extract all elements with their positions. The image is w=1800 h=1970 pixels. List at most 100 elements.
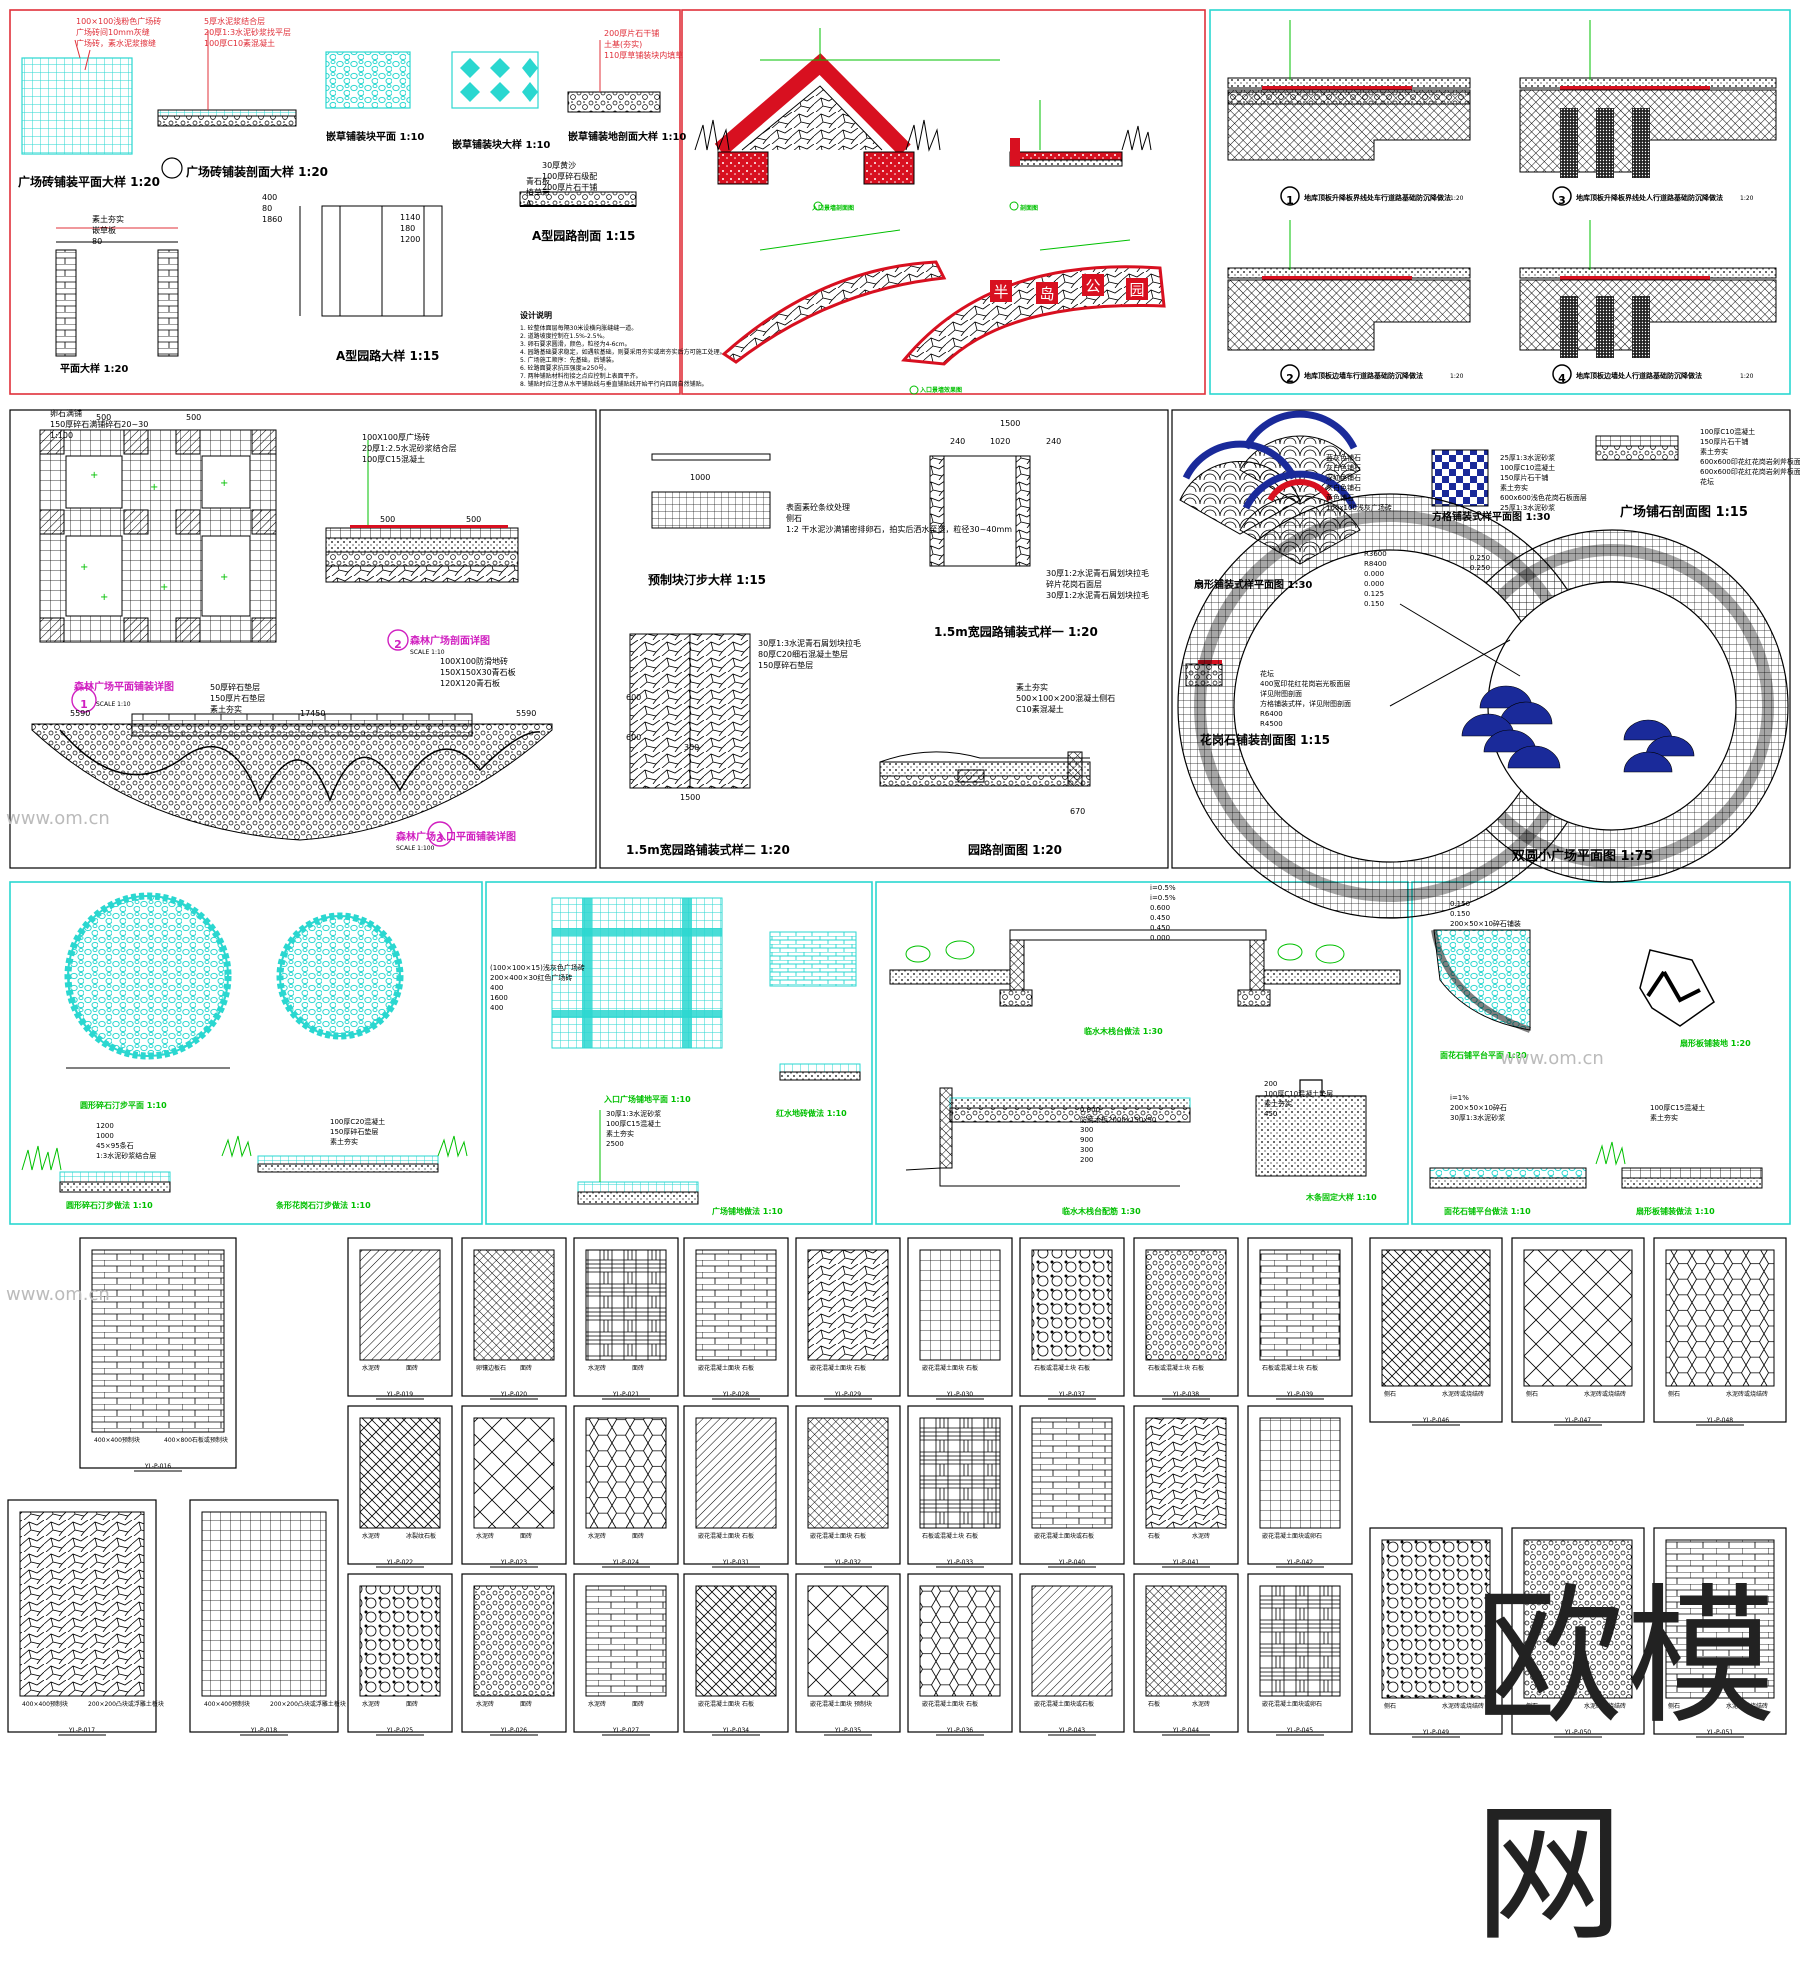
p6-label-8: 100厚C10混凝土: [1500, 463, 1555, 472]
pattern-sheet-label: 水泥砖: [1192, 1700, 1210, 1708]
p5-label-8: 80厚C20细石混凝土垫层: [758, 649, 848, 659]
p6-label-17: 600x600印花红花岗岩剁斧板面层: [1700, 467, 1800, 476]
p5-title-4: 园路剖面图 1:20: [968, 842, 1062, 857]
p3-scale-3: 1:20: [1740, 195, 1754, 202]
pattern-sheet-code: YL-P-018: [250, 1727, 277, 1734]
p6-label-16: 600x600印花红花岗岩剁斧板面层: [1700, 457, 1800, 466]
panel-6-drawings: [1177, 410, 1789, 919]
p7-label-4: 1:3水泥砂浆结合层: [96, 1151, 156, 1160]
p9-label-12: 200: [1080, 1156, 1093, 1164]
p9-label-1: i=0.5%: [1150, 884, 1176, 892]
pattern-sheet: 侧石水泥砖或烧结砖YL-P-047: [1511, 1237, 1645, 1426]
p6-label-23: R6400: [1260, 710, 1283, 718]
pattern-sheet-code: YL-P-022: [386, 1559, 413, 1566]
pattern-sheet-label: 侧石: [1526, 1702, 1538, 1710]
pattern-sheet-code: YL-P-024: [612, 1559, 639, 1566]
pattern-sheet-code: YL-P-032: [834, 1559, 861, 1566]
p7-label-5: 100厚C20混凝土: [330, 1117, 385, 1126]
pattern-sheet: 嵌花混凝土面块石板YL-P-030: [907, 1237, 1013, 1400]
p4-dim-1: 500: [96, 413, 111, 422]
pattern-sheet-code: YL-P-045: [1286, 1727, 1313, 1734]
pattern-sheet-swatch: [807, 1249, 889, 1361]
p9-label-11: 300: [1080, 1146, 1093, 1154]
p9-label-10: 900: [1080, 1136, 1093, 1144]
pattern-sheet-code: YL-P-039: [1286, 1391, 1313, 1398]
p4-label-3: 100厚C15混凝土: [362, 454, 425, 464]
p4-label-4: 50厚碎石垫层: [210, 682, 260, 692]
pattern-sheet-label: 水泥砖: [1192, 1532, 1210, 1540]
p6-label-12: 25厚1:3水泥砂浆: [1500, 503, 1555, 512]
pattern-sheet-label: 石板或混凝土块: [1262, 1364, 1304, 1372]
p1-label-12: 200厚片石干铺: [542, 182, 597, 192]
panel-10-drawings: [1429, 929, 1763, 1189]
p8-label-9: 2500: [606, 1140, 624, 1148]
sign-char-1: 半: [993, 283, 1008, 301]
pattern-sheet-swatch: [473, 1249, 555, 1361]
p4-scale-2: SCALE 1:10: [410, 649, 445, 656]
pattern-sheet-code: YL-P-031: [722, 1559, 749, 1566]
pattern-sheet: 水泥砖 面砖 YL-P-027: [573, 1573, 679, 1736]
p1-note-6: 6. 砼路面要求抗压强度≥250号。: [520, 364, 610, 372]
pattern-sheet: 嵌花混凝土面块石板YL-P-029: [795, 1237, 901, 1400]
pattern-sheet-label: 嵌花混凝土面块或石板: [1034, 1532, 1094, 1540]
p6-label-3: 深红色铺石: [1326, 473, 1361, 482]
pattern-sheet-label: 水泥砖或烧结砖: [1442, 1702, 1484, 1710]
panel-2-drawings: [694, 28, 1166, 395]
p5-label-12: C10素混凝土: [1016, 704, 1064, 714]
pattern-sheet: 石板或混凝土块石板YL-P-033: [907, 1405, 1013, 1568]
p9-label-8: 防腐木板2000x150x50: [1080, 1115, 1156, 1124]
svg-text:+: +: [100, 592, 108, 603]
sign-char-2: 岛: [1039, 285, 1054, 303]
pattern-sheet-swatch: [201, 1511, 327, 1697]
panel-4-drawings: +++++++: [31, 429, 553, 847]
pattern-sheet-label: 水泥砖: [588, 1700, 606, 1708]
p5-dim-7: 600: [626, 693, 641, 702]
p2-title-2: 剖面图: [1020, 204, 1038, 212]
p4-label-12: 1:100: [50, 431, 73, 440]
pattern-sheet-label: 石板: [966, 1532, 978, 1540]
p8-label-5: 400: [490, 1004, 503, 1012]
p10-title-1: 面花石铺平台平面 1:20: [1440, 1050, 1527, 1060]
p1-label-21: 1200: [400, 235, 420, 244]
p9-label-14: 100厚C10混凝土垫层: [1264, 1089, 1333, 1098]
p1-label-1: 100×100浅粉色广场砖: [76, 16, 161, 26]
p1-notes-title: 设计说明: [520, 310, 552, 320]
pattern-sheet-label: 嵌花混凝土面块或卵石: [1262, 1700, 1322, 1708]
panel-frame-1: [9, 9, 681, 395]
pattern-sheet-code: YL-P-025: [386, 1727, 413, 1734]
p1-label-13: 素土夯实: [92, 214, 124, 224]
pattern-sheet-code: YL-P-038: [1172, 1391, 1199, 1398]
p10-label-8: 素土夯实: [1650, 1113, 1678, 1122]
p9-label-7: 0.000: [1080, 1106, 1100, 1114]
p3-title-3: 地库顶板升降板界线处人行道路基础防沉降做法: [1576, 193, 1723, 202]
pattern-sheet-label: 嵌花混凝土面块: [810, 1700, 852, 1708]
pattern-sheet-swatch: [1381, 1249, 1491, 1387]
p8-title-3: 红水地砖做法 1:10: [776, 1108, 847, 1118]
p5-label-6: 30厚1:2水泥青石屑划块拉毛: [1046, 590, 1149, 600]
pattern-sheet-label: 石板: [1148, 1700, 1160, 1708]
p10-label-5: 200×50×10碎石: [1450, 1103, 1507, 1112]
pattern-sheet-label: 嵌花混凝土面块或石板: [1034, 1700, 1094, 1708]
pattern-sheet-label: 水泥砖: [362, 1364, 380, 1372]
pattern-sheet: 石板或混凝土块石板YL-P-037: [1019, 1237, 1125, 1400]
p6-label-31: 0.250: [1470, 554, 1490, 562]
p6-label-18: 花坛: [1700, 477, 1714, 486]
p4-scale-3: SCALE 1:100: [396, 845, 435, 852]
pattern-sheet-code: YL-P-036: [946, 1727, 973, 1734]
pattern-sheet-label: 面砖: [632, 1700, 644, 1708]
panel-7-drawings: [21, 892, 468, 1193]
pattern-sheet-label: 水泥砖或烧结砖: [1584, 1702, 1626, 1710]
p6-label-6: 100x100浅灰广场砖: [1326, 503, 1392, 512]
panel-frame-9: [875, 881, 1409, 1225]
p3-title-4: 地库顶板边墙处人行道路基础防沉降做法: [1576, 371, 1702, 380]
p7-title-1: 圆形碎石汀步平面 1:10: [80, 1100, 167, 1110]
watermark-url-3: www.om.cn: [6, 1284, 110, 1305]
p2-title-1: 入口景墙剖面图: [811, 204, 854, 212]
pattern-sheet-code: YL-P-051: [1706, 1729, 1733, 1736]
pattern-sheet-code: YL-P-027: [612, 1727, 639, 1734]
pattern-sheet-label: 石板或混凝土块: [922, 1532, 964, 1540]
p1-label-10: 30厚黄沙: [542, 160, 576, 170]
p10-label-2: 0.150: [1450, 910, 1470, 918]
pattern-sheet-label: 嵌花混凝土面块: [810, 1532, 852, 1540]
